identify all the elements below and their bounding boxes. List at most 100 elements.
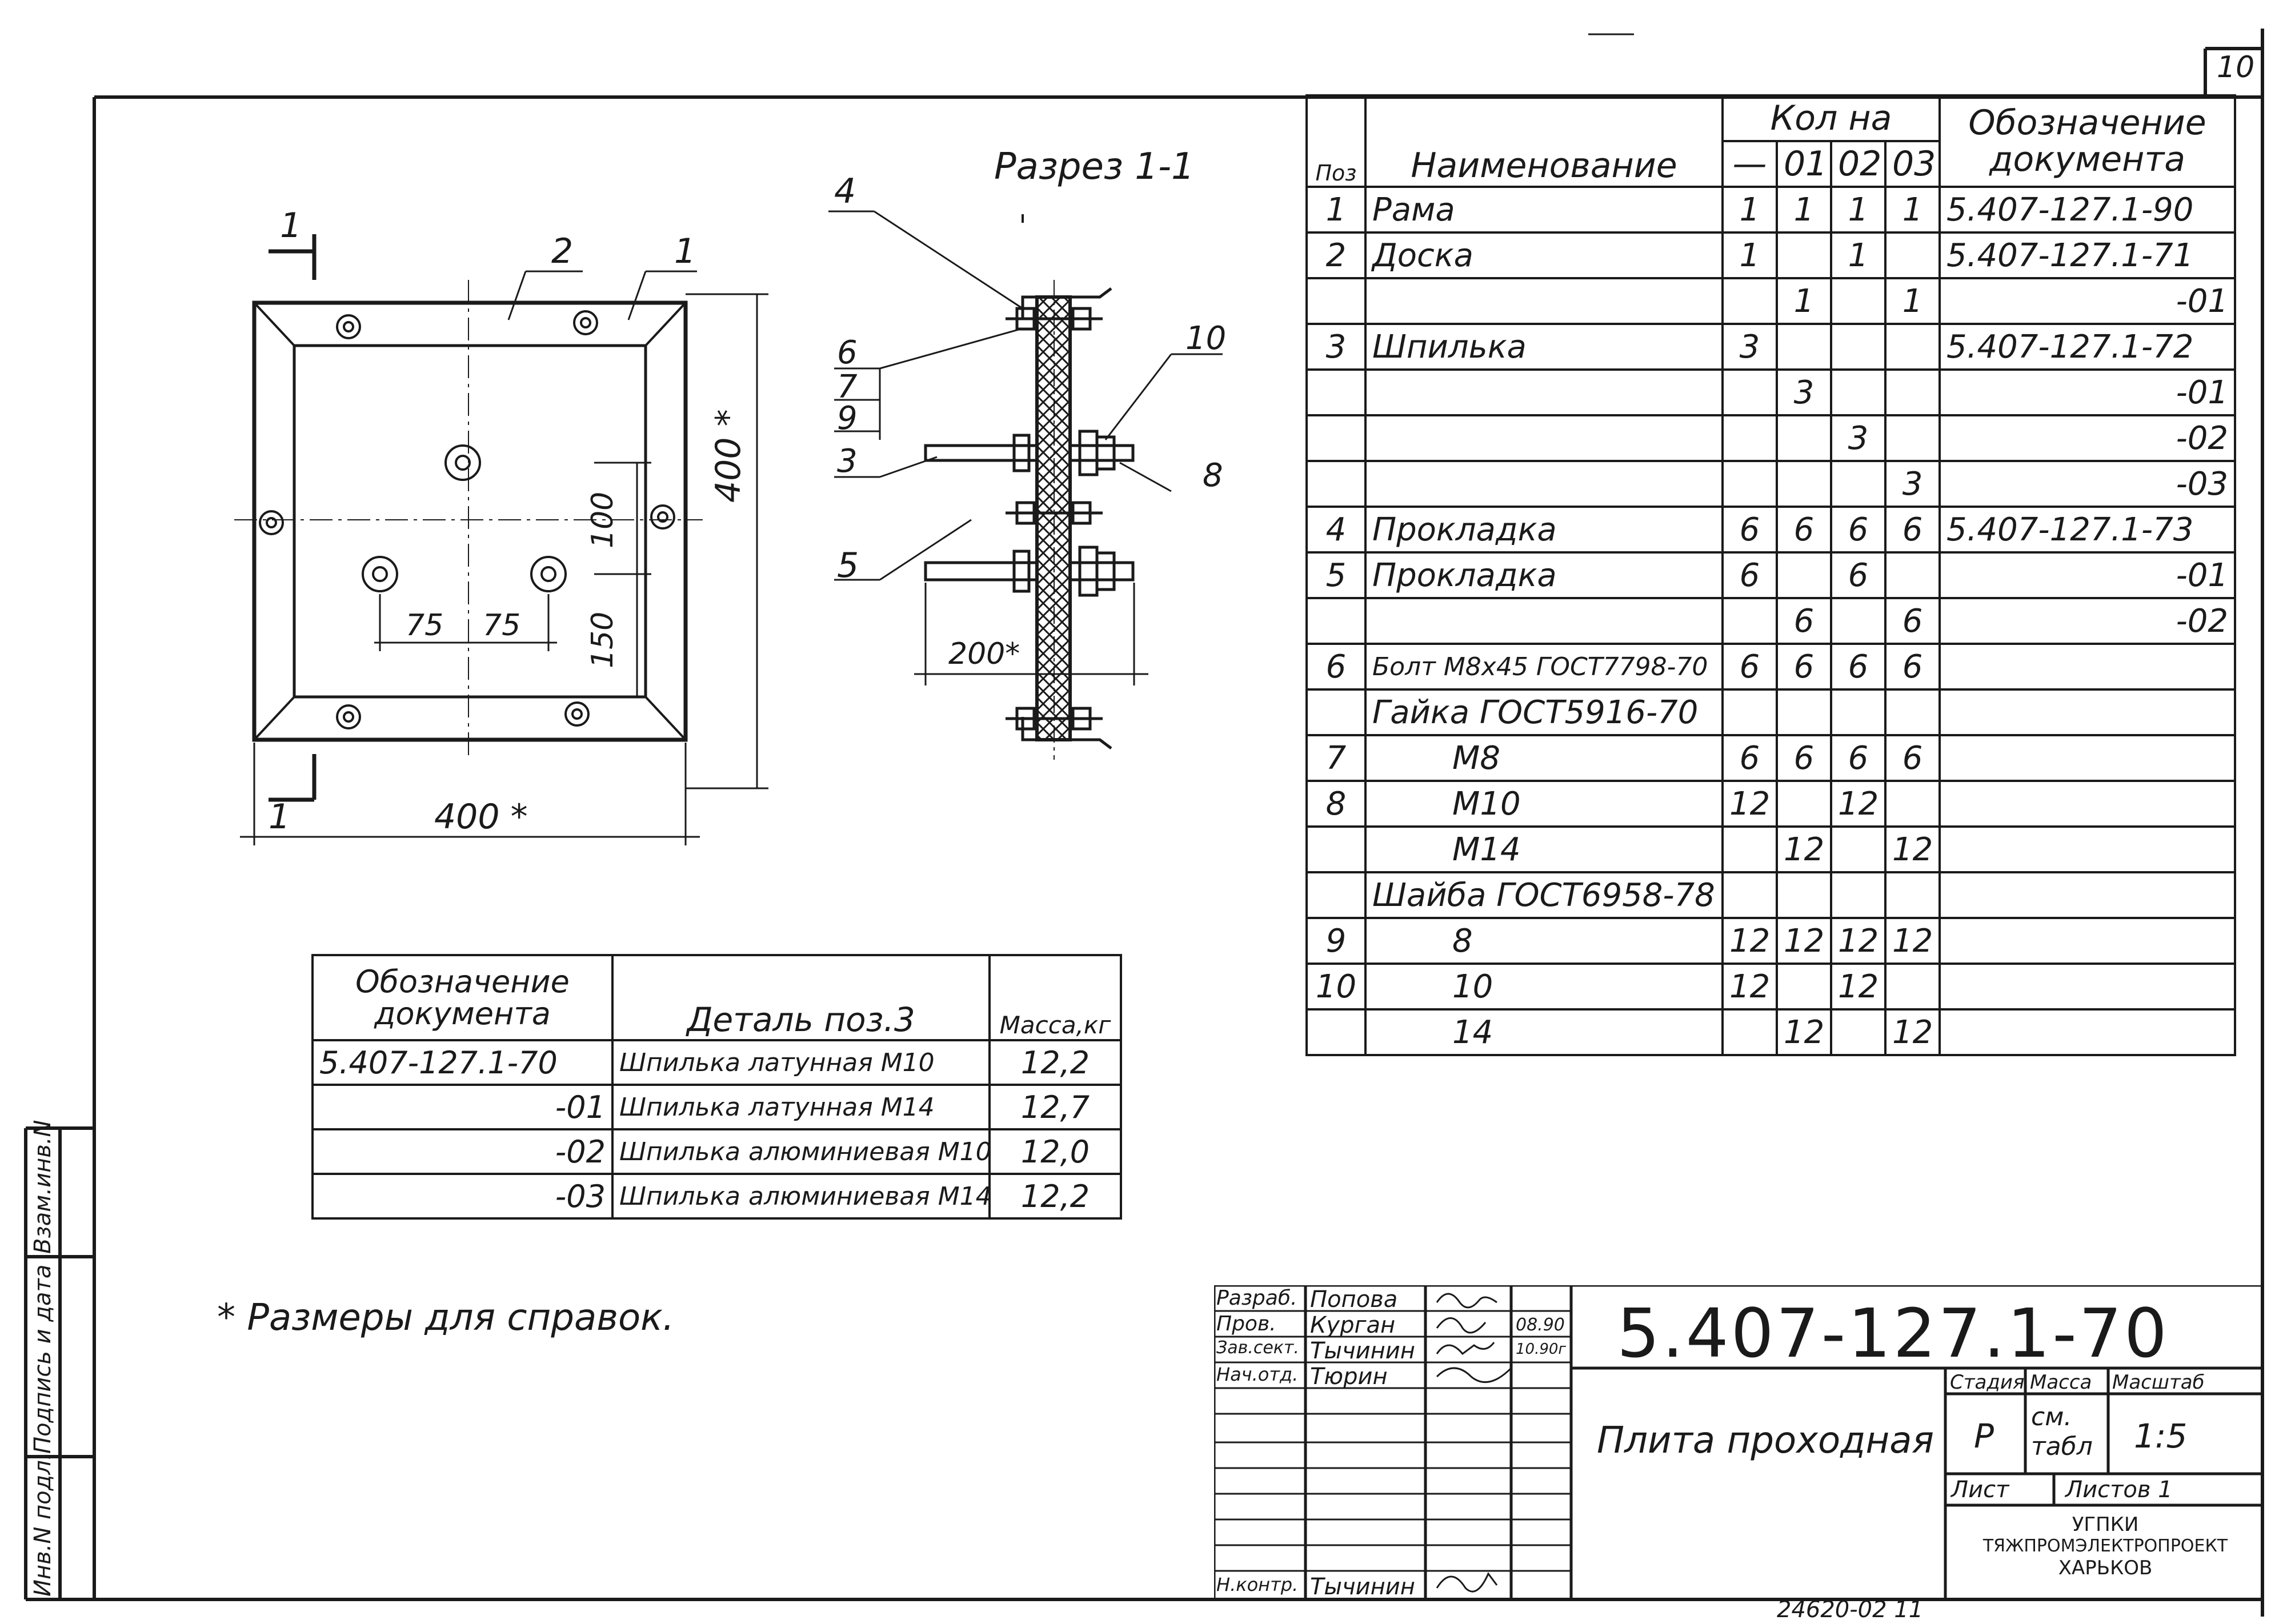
stage-label: Стадия [1950, 1371, 2025, 1394]
spec-cell-q0: 1 [1721, 186, 1778, 234]
callout-2: 2 [551, 231, 574, 271]
mass-cell-doc: -03 [311, 1173, 614, 1220]
archive-number: 24620-02 11 [1777, 1597, 1924, 1623]
spec-cell-q2: 6 [1830, 551, 1887, 599]
spec-cell-pos: 4 [1305, 506, 1367, 554]
spec-row: 3-02 [1305, 414, 2237, 462]
spec-cell-name [1364, 414, 1724, 462]
section-callout-3: 3 [837, 443, 858, 480]
spec-row: 3-03 [1305, 460, 2237, 508]
spec-cell-q2: 6 [1830, 643, 1887, 691]
spec-cell-pos: 7 [1305, 734, 1367, 782]
role-label: Разраб. [1216, 1286, 1297, 1310]
spec-cell-q1: 6 [1776, 506, 1832, 554]
header-name: Наименование [1364, 94, 1724, 188]
strip-inventory: Инв.N подл. [30, 1453, 56, 1597]
spec-cell-name [1364, 597, 1724, 645]
spec-row: 3-01 [1305, 368, 2237, 416]
spec-cell-q0: 6 [1721, 506, 1778, 554]
spec-cell-doc: -02 [1938, 597, 2237, 645]
spec-cell-doc [1938, 917, 2237, 965]
spec-cell-q2 [1830, 688, 1887, 736]
spec-cell-q0: 3 [1721, 323, 1778, 371]
spec-cell-q3 [1884, 551, 1941, 599]
spec-cell-q3: 6 [1884, 643, 1941, 691]
spec-cell-doc: -02 [1938, 414, 2237, 462]
spec-cell-q3 [1884, 368, 1941, 416]
spec-cell-pos [1305, 871, 1367, 919]
spec-row: Гайка ГОСТ5916-70 [1305, 688, 2237, 736]
mass-cell-detail: Шпилька латунная М14 [611, 1084, 991, 1130]
spec-cell-q0: 12 [1721, 780, 1778, 828]
spec-cell-q1 [1776, 323, 1832, 371]
spec-cell-name: Прокладка [1364, 551, 1724, 599]
spec-cell-q1 [1776, 231, 1832, 279]
mass-cell-mass: 12,2 [988, 1173, 1122, 1220]
spec-cell-q2: 12 [1830, 917, 1887, 965]
spec-cell-q2: 6 [1830, 734, 1887, 782]
spec-cell-pos: 8 [1305, 780, 1367, 828]
spec-cell-q3: 6 [1884, 597, 1941, 645]
spec-cell-q2 [1830, 460, 1887, 508]
spec-cell-q0: 12 [1721, 963, 1778, 1011]
dim-height: 400 * [708, 409, 748, 503]
spec-cell-q3: 6 [1884, 734, 1941, 782]
spec-cell-pos [1305, 414, 1367, 462]
spec-cell-q2: 12 [1830, 780, 1887, 828]
spec-cell-q0: 6 [1721, 551, 1778, 599]
dim-100: 100 [586, 491, 620, 548]
cut-mark-label-bottom: 1 [269, 797, 291, 837]
spec-cell-doc: -01 [1938, 368, 2237, 416]
spec-cell-name: 10 [1364, 963, 1724, 1011]
mass-cell-mass: 12,2 [988, 1039, 1122, 1086]
scale-value: 1:5 [2134, 1417, 2188, 1455]
spec-cell-name: Гайка ГОСТ5916-70 [1364, 688, 1724, 736]
spec-cell-q0 [1721, 277, 1778, 325]
mass-cell-detail: Шпилька латунная М10 [611, 1039, 991, 1086]
spec-cell-pos [1305, 277, 1367, 325]
spec-cell-name: Прокладка [1364, 506, 1724, 554]
dim-150: 150 [586, 611, 620, 668]
spec-cell-q2 [1830, 597, 1887, 645]
spec-cell-doc: 5.407-127.1-71 [1938, 231, 2237, 279]
spec-cell-name: М14 [1364, 825, 1724, 873]
spec-cell-name: Болт М8х45 ГОСТ7798-70 [1364, 643, 1724, 691]
spec-cell-q2 [1830, 277, 1887, 325]
spec-cell-q0: 12 [1721, 917, 1778, 965]
spec-cell-q2: 12 [1830, 963, 1887, 1011]
spec-cell-q0 [1721, 597, 1778, 645]
spec-cell-q2: 6 [1830, 506, 1887, 554]
spec-cell-q1 [1776, 963, 1832, 1011]
mass-header-doc: Обозначение документа [311, 954, 614, 1041]
role-label: Нач.отд. [1216, 1364, 1299, 1385]
spec-cell-q0 [1721, 460, 1778, 508]
header-variant: — [1721, 140, 1778, 188]
spec-cell-name: Рама [1364, 186, 1724, 234]
strip-signature-date: Подпись и дата [30, 1264, 56, 1454]
spec-cell-pos: 3 [1305, 323, 1367, 371]
role-name: Тюрин [1310, 1364, 1388, 1390]
spec-cell-pos [1305, 825, 1367, 873]
mass-cell-mass: 12,0 [988, 1128, 1122, 1175]
mass-label: Масса [2030, 1371, 2092, 1394]
dim-75-left: 75 [406, 608, 444, 643]
spec-cell-pos: 5 [1305, 551, 1367, 599]
mass-cell-doc: -02 [311, 1128, 614, 1175]
spec-cell-name: М8 [1364, 734, 1724, 782]
spec-cell-pos: 2 [1305, 231, 1367, 279]
spec-cell-q2 [1830, 368, 1887, 416]
spec-cell-q0 [1721, 368, 1778, 416]
spec-cell-pos: 6 [1305, 643, 1367, 691]
spec-cell-q3: 12 [1884, 1008, 1941, 1056]
spec-cell-q0 [1721, 1008, 1778, 1056]
